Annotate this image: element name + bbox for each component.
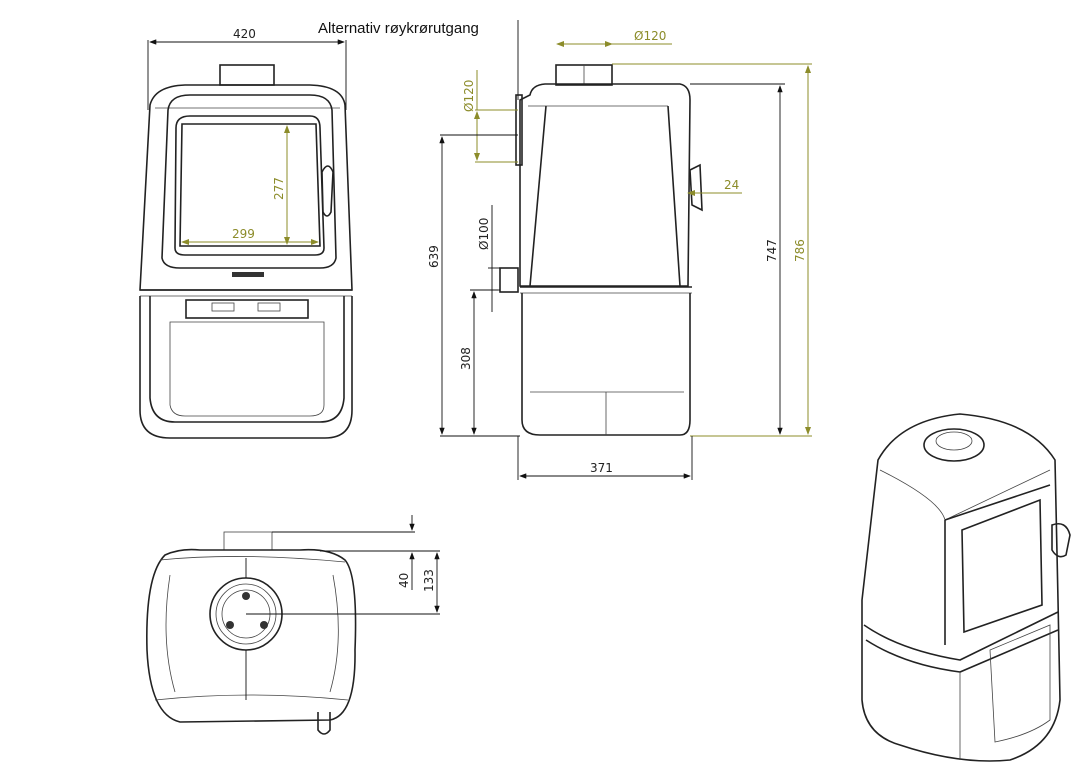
dim-glass-height-277: 277: [272, 177, 286, 200]
dim-outlet-offset-40: 40: [397, 573, 411, 588]
dim-air-inlet-height: 308: [459, 347, 473, 370]
dim-rear-outlet-diameter: Ø120: [462, 80, 476, 112]
dim-air-inlet-diameter: Ø100: [477, 218, 491, 250]
brand-logo: [232, 272, 264, 277]
dim-glass-width-299: 299: [232, 227, 255, 241]
dim-depth-371: 371: [590, 461, 613, 475]
dim-handle-depth: 24: [724, 178, 739, 192]
drawing-title: Alternativ røykrørutgang: [318, 20, 479, 37]
front-view: 420 277 299: [139, 27, 353, 439]
dim-top-outlet-diameter: Ø120: [634, 29, 666, 43]
dim-rear-outlet-height: 639: [427, 245, 441, 268]
dim-width-420: 420: [233, 27, 256, 41]
top-view: 40 133: [146, 515, 440, 735]
dim-body-height: 747: [765, 239, 779, 262]
dim-total-height: 786: [793, 239, 807, 262]
side-view: Ø120 Ø120 Ø100 639 308 24 747 786: [427, 20, 812, 480]
dim-outlet-center-133: 133: [422, 569, 436, 592]
isometric-view: [861, 413, 1071, 762]
